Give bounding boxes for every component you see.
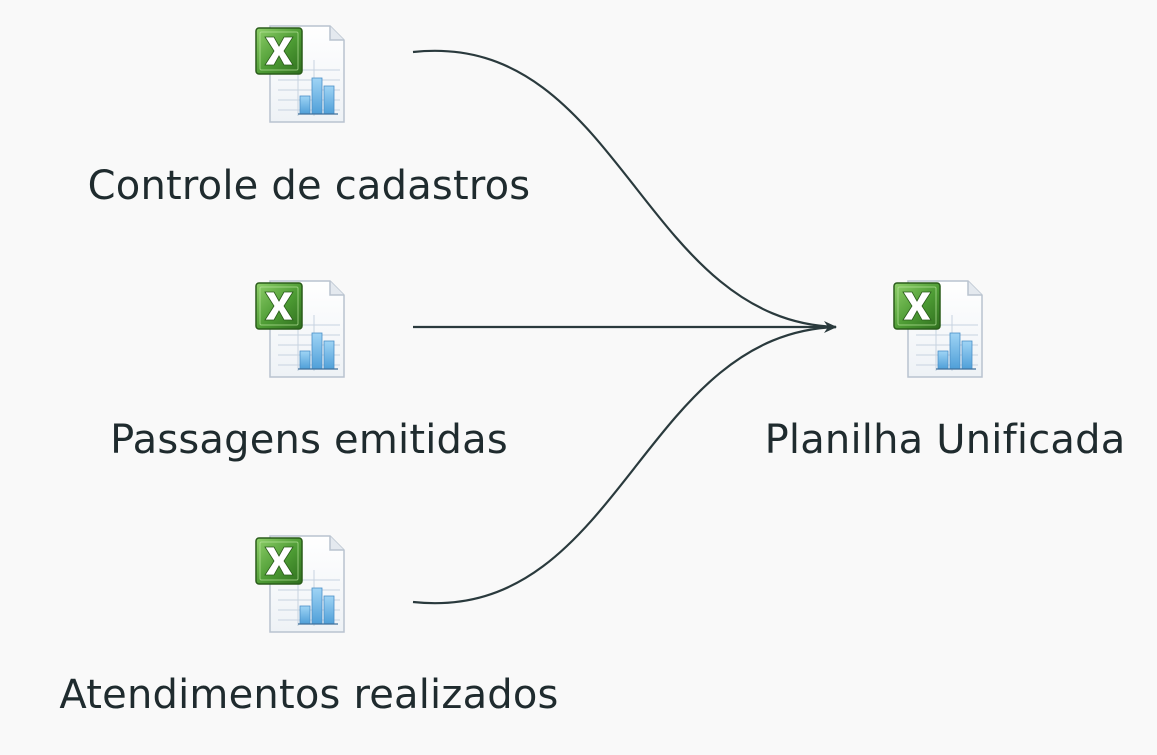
source-label-atendimentos: Atendimentos realizados: [59, 672, 559, 718]
target-label-planilha: Planilha Unificada: [764, 417, 1126, 463]
excel-file-icon: [252, 277, 348, 381]
excel-file-icon: [890, 277, 986, 381]
excel-file-icon: [252, 532, 348, 636]
source-label-passagens: Passagens emitidas: [110, 417, 508, 463]
connector-controle-to-planilha: [412, 49, 837, 329]
source-label-controle: Controle de cadastros: [87, 163, 531, 209]
excel-file-icon: [252, 22, 348, 126]
connector-atendimentos-to-planilha: [412, 325, 837, 605]
